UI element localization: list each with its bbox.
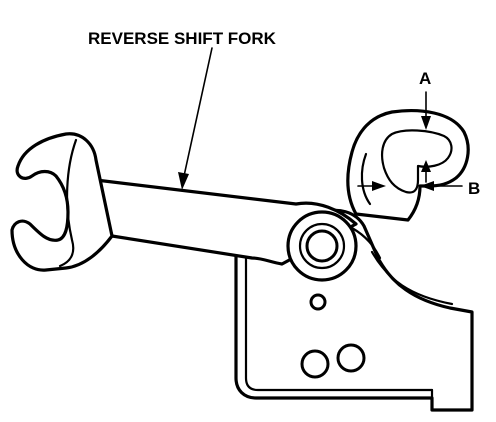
gap-a-label: A	[419, 69, 431, 88]
shift-fork	[10, 132, 382, 282]
lug-outer	[346, 109, 470, 222]
lower-hole-left	[300, 349, 330, 379]
part-label: REVERSE SHIFT FORK	[88, 29, 277, 48]
fork-jaw	[10, 132, 114, 272]
gap-b-label: B	[468, 179, 480, 198]
hub-bore-ring	[298, 222, 346, 270]
bracket-holes	[300, 293, 366, 379]
bracket-contour	[370, 250, 454, 306]
gap-b-arrow-right-icon	[420, 181, 434, 191]
label-leader-line	[183, 47, 213, 177]
gap-a-arrow-icon	[421, 116, 431, 130]
lug-slot	[381, 129, 453, 194]
small-hole	[309, 293, 327, 311]
label-leader-arrow-icon	[178, 172, 189, 190]
shift-lug	[346, 109, 470, 222]
hub-bore	[305, 229, 339, 263]
lug-inner-curve	[360, 152, 372, 206]
lower-hole-right	[336, 343, 366, 373]
gap-b-arrow-left-icon	[372, 181, 386, 191]
part-label-leader	[178, 47, 213, 190]
measurement-marks	[357, 91, 463, 191]
gap-a-arrow-up-icon	[421, 160, 431, 172]
bracket-flange-fold	[244, 256, 434, 392]
fork-jaw-inner-edge	[58, 138, 78, 268]
hub-to-bracket-web	[350, 226, 382, 260]
